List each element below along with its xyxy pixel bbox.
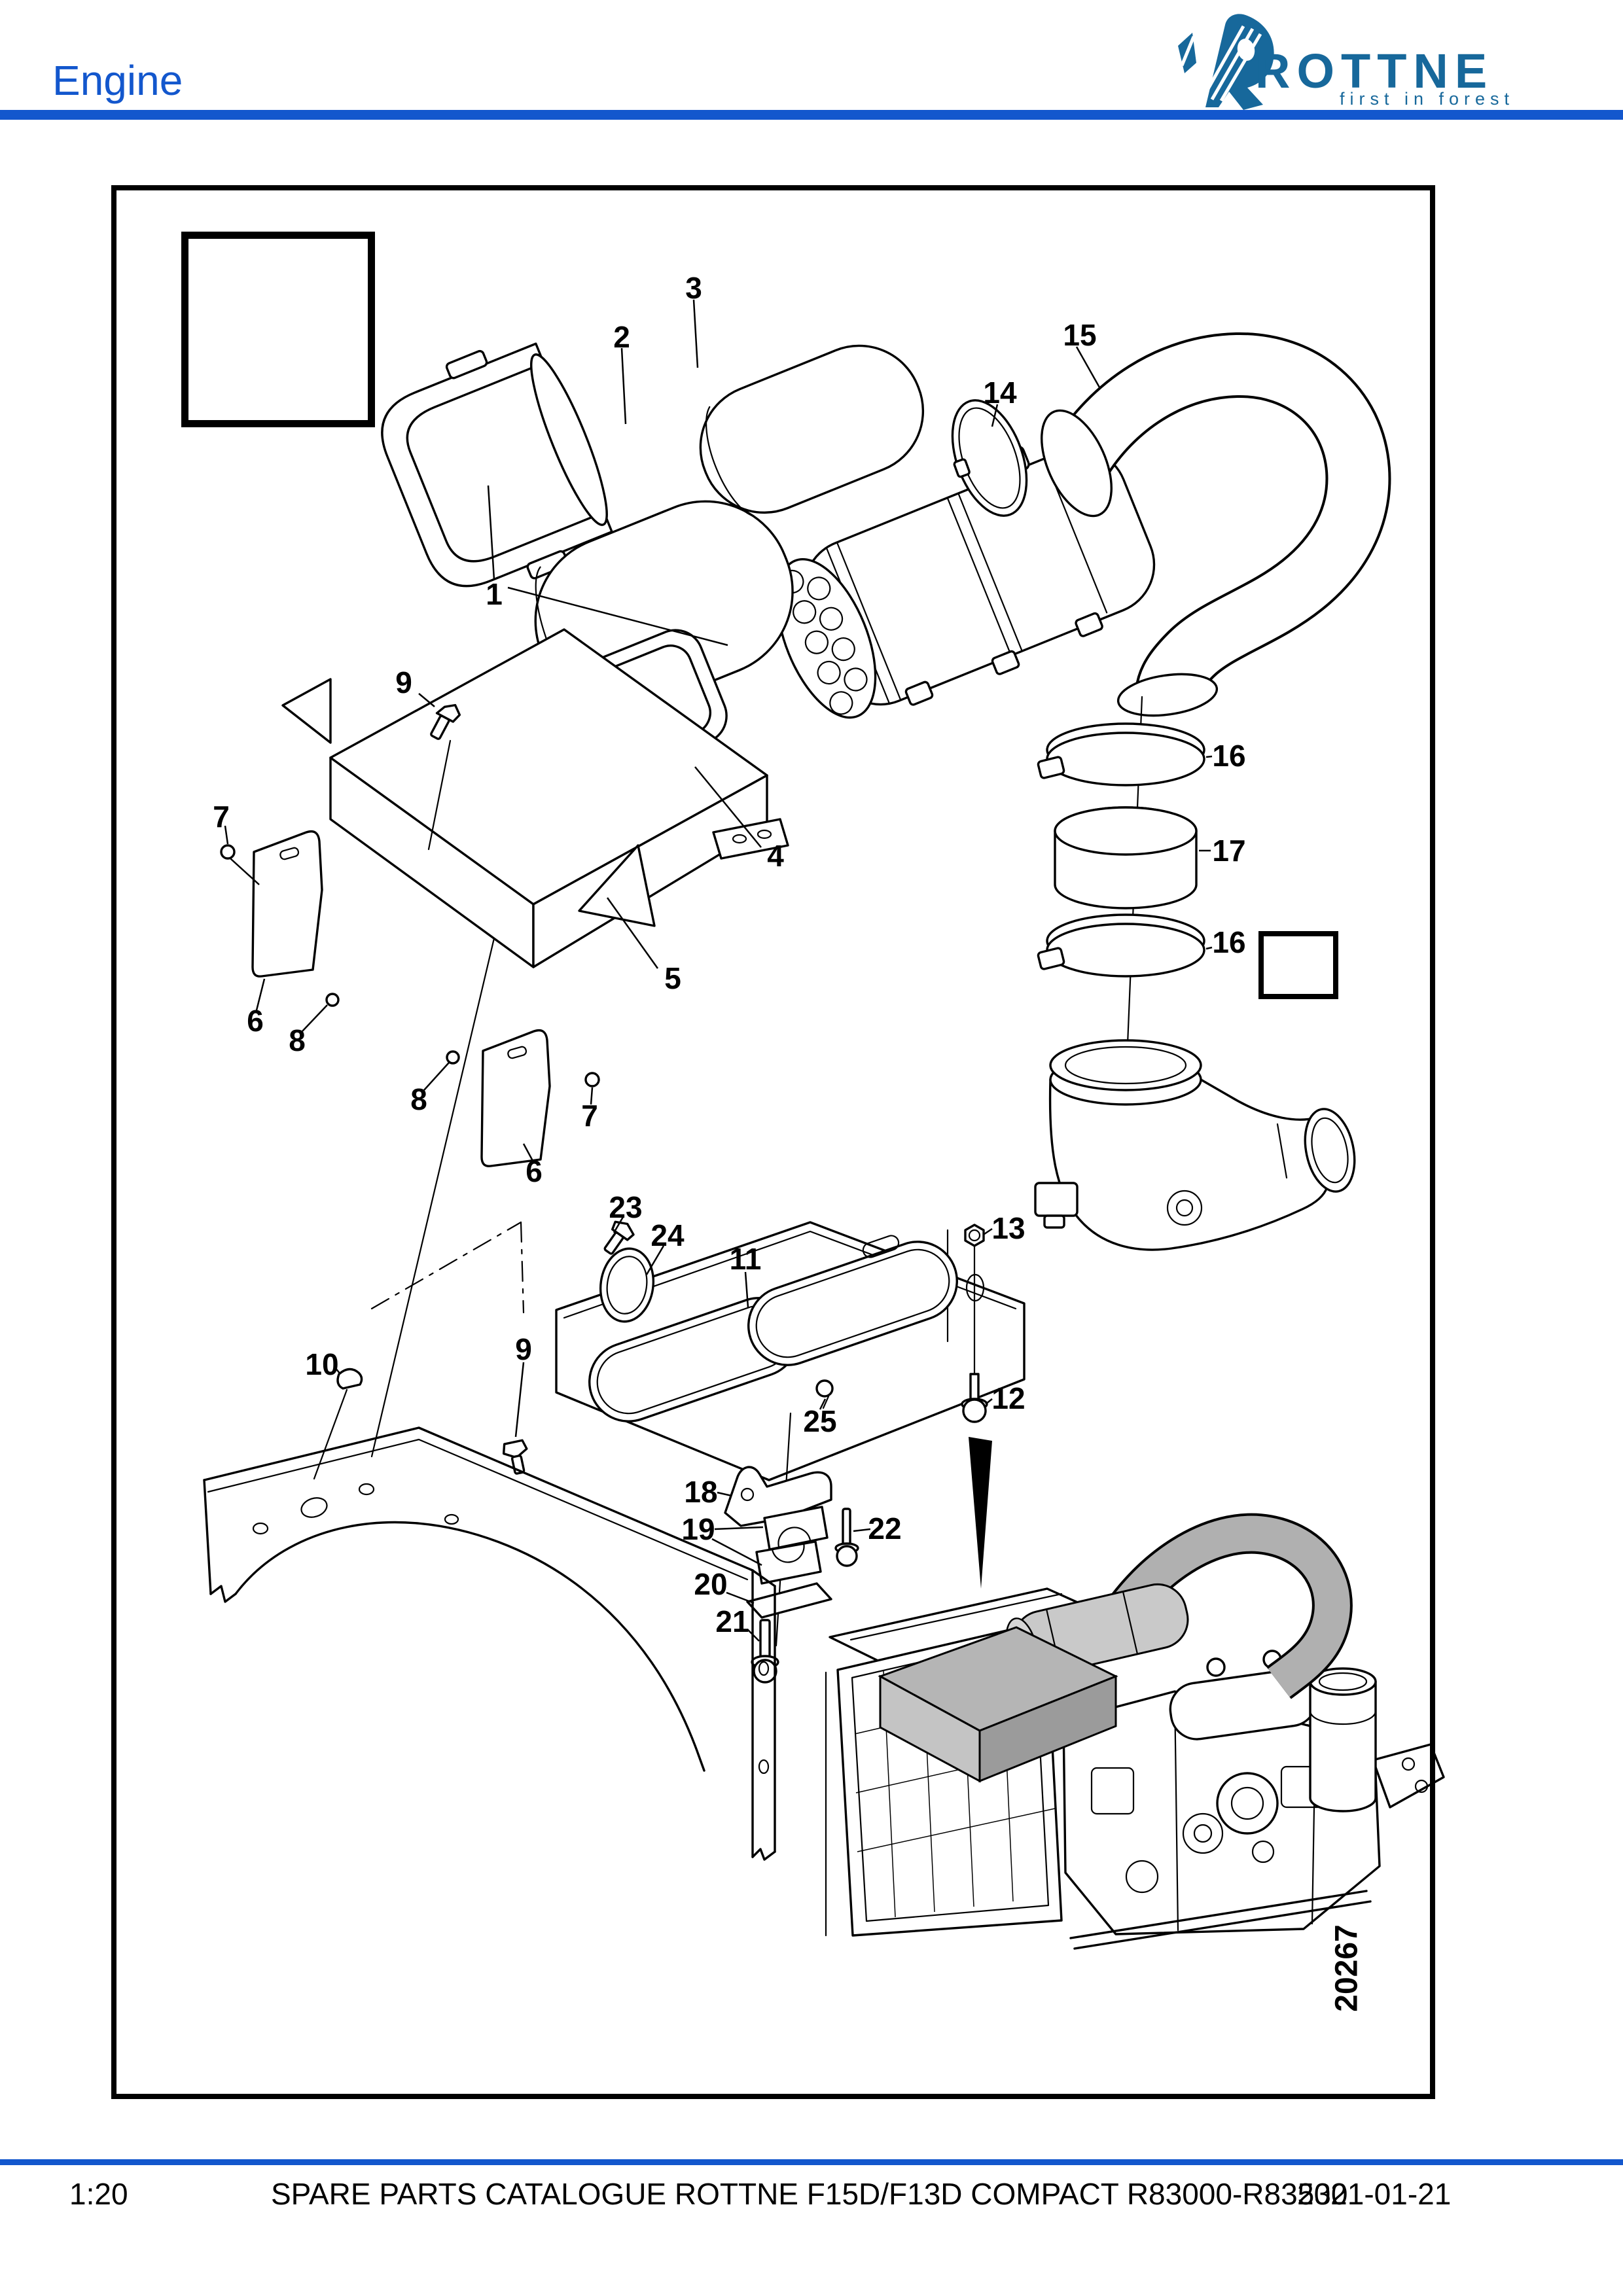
callout-6: 6 xyxy=(247,1004,264,1038)
callout-4: 4 xyxy=(767,839,784,873)
part-hood xyxy=(281,628,789,968)
footer-date: 2021-01-21 xyxy=(1297,2177,1452,2211)
fastener-nut-13 xyxy=(964,1224,985,1247)
figure-frame xyxy=(111,185,1435,2099)
callout-25: 25 xyxy=(803,1404,837,1438)
callout-2: 2 xyxy=(613,320,630,354)
part-cover xyxy=(381,342,613,588)
callout-10: 10 xyxy=(305,1347,339,1381)
callout-1: 1 xyxy=(486,577,503,611)
part-flap-left xyxy=(251,830,323,978)
part-firewall-panel xyxy=(203,1368,776,1861)
logo-brand-text: ROTTNE xyxy=(1255,44,1494,98)
callout-leaders xyxy=(224,299,1213,1642)
callout-5: 5 xyxy=(664,961,681,995)
rottne-logo: ROTTNE first in forest xyxy=(1171,12,1525,110)
engine-assembly xyxy=(825,1513,1445,1950)
part-hose-ring xyxy=(951,399,1028,517)
part-support-bracket xyxy=(555,1221,1026,1481)
part-clip-25 xyxy=(815,1379,834,1409)
callout-15: 15 xyxy=(1063,318,1097,352)
callout-13: 13 xyxy=(991,1211,1026,1245)
callout-7: 7 xyxy=(581,1099,598,1133)
filter-end-plate-holes xyxy=(780,569,868,715)
callout-8: 8 xyxy=(410,1082,427,1116)
callout-21: 21 xyxy=(715,1604,749,1638)
part-intake-elbow xyxy=(1034,1039,1356,1251)
logo-tagline: first in forest xyxy=(1339,89,1514,109)
callout-9: 9 xyxy=(515,1332,532,1366)
callout-22: 22 xyxy=(868,1511,902,1545)
part-flap-right xyxy=(480,1029,551,1167)
footer-rule xyxy=(0,2159,1623,2165)
fastener-bolt-22 xyxy=(834,1508,859,1567)
clamp-bracket-stack xyxy=(724,1412,859,1684)
callout-16: 16 xyxy=(1212,925,1246,959)
part-clamp-halves-19 xyxy=(755,1506,829,1585)
callout-14: 14 xyxy=(983,376,1017,410)
footer-scale-ref: 1:20 xyxy=(69,2177,128,2211)
engine-intake-stack xyxy=(1309,1667,1377,1812)
footer-catalogue-title: SPARE PARTS CATALOGUE ROTTNE F15D/F13D C… xyxy=(271,2177,1348,2211)
part-intake-hose xyxy=(1041,332,1391,717)
callout-19: 19 xyxy=(681,1512,715,1546)
callout-12: 12 xyxy=(991,1381,1026,1415)
clamp-sleeve-stack xyxy=(1034,696,1356,1251)
callout-9: 9 xyxy=(395,665,412,699)
direction-wedge xyxy=(969,1437,992,1589)
part-hoop-clamp xyxy=(599,1247,655,1323)
callout-18: 18 xyxy=(684,1475,718,1509)
rottne-logo-mark xyxy=(1178,14,1274,111)
part-plate-20 xyxy=(746,1582,832,1619)
callout-23: 23 xyxy=(609,1190,643,1224)
drawing-number: 20267 xyxy=(1329,1924,1364,2012)
part-safety-element xyxy=(699,344,925,517)
callout-24: 24 xyxy=(651,1218,685,1252)
part-clamp-upper xyxy=(1037,722,1205,786)
turbocharger-symbol-box xyxy=(1258,931,1338,999)
engine-exhaust xyxy=(1169,1650,1369,1835)
callout-20: 20 xyxy=(694,1567,728,1601)
callout-6: 6 xyxy=(526,1154,543,1188)
callout-3: 3 xyxy=(685,271,702,305)
callout-8: 8 xyxy=(289,1023,306,1057)
callout-7: 7 xyxy=(213,800,230,834)
part-clamp-lower xyxy=(1037,913,1205,978)
part-sleeve xyxy=(1054,806,1198,910)
engine-hood-gray xyxy=(878,1626,1118,1783)
engine-gray-hose xyxy=(1096,1515,1350,1697)
air-intake-symbol-box xyxy=(181,232,375,427)
part-bracket-18 xyxy=(724,1466,832,1527)
callout-11: 11 xyxy=(729,1242,762,1276)
part-clip-10 xyxy=(336,1368,363,1390)
page-title: Engine xyxy=(52,57,183,104)
callout-17: 17 xyxy=(1212,834,1246,868)
header-rule xyxy=(0,110,1623,120)
callout-16: 16 xyxy=(1212,739,1246,773)
